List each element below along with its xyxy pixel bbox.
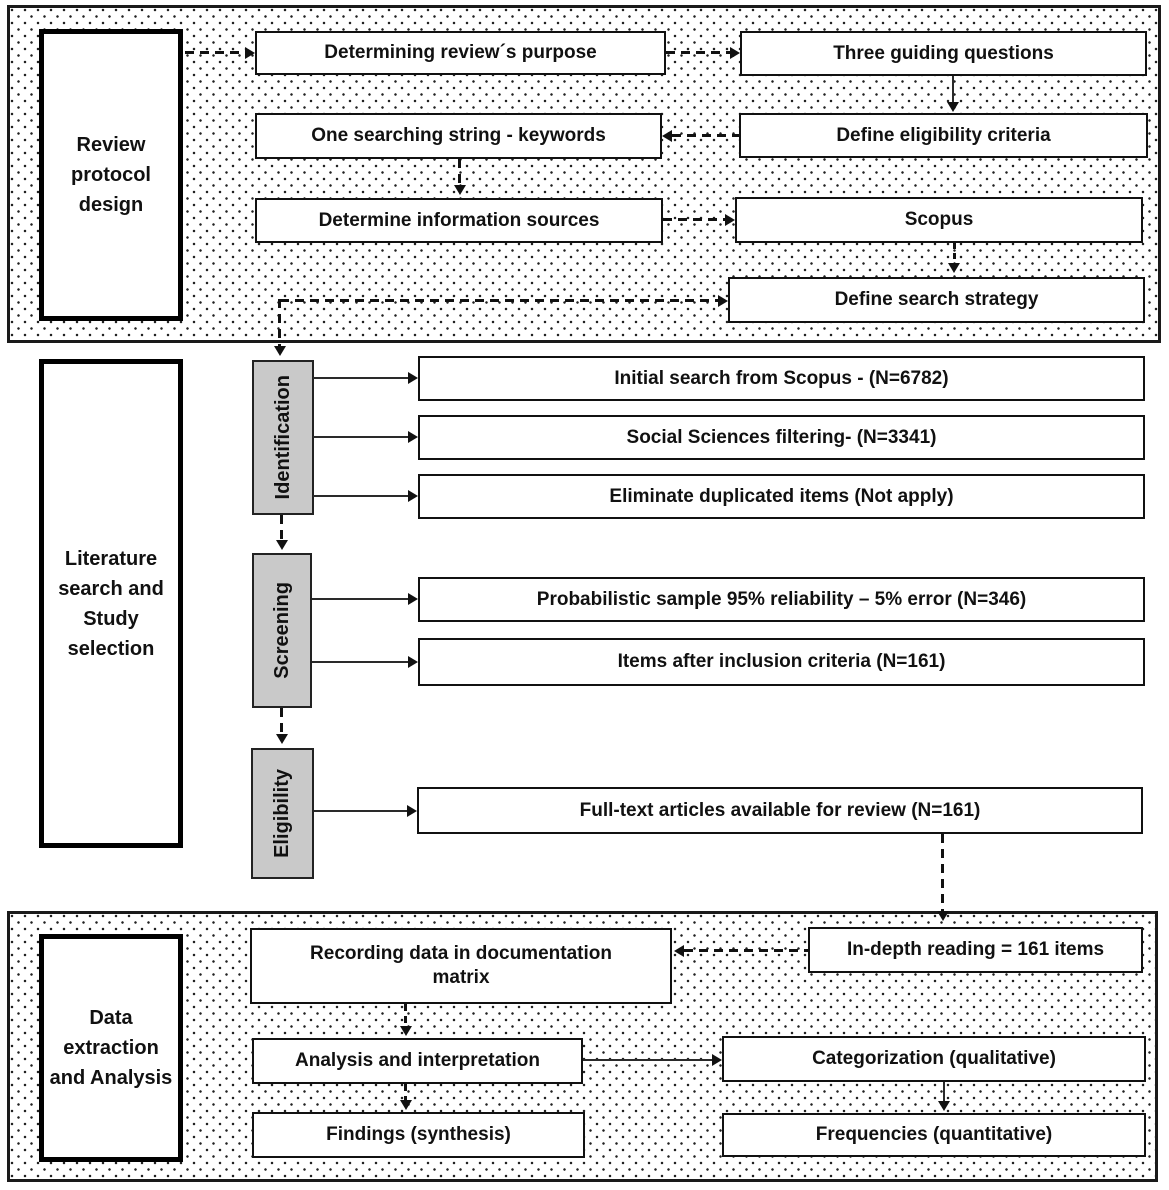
stage-screening-text: Screening — [270, 582, 293, 679]
arrow-screening-to-inclusion — [312, 661, 408, 663]
box-frequencies: Frequencies (quantitative) — [722, 1113, 1146, 1157]
arrow-screening-to-probabilistic — [312, 598, 408, 600]
box-fulltext-articles: Full-text articles available for review … — [417, 787, 1143, 834]
arrow-determining-to-questions — [666, 51, 730, 54]
box-scopus-text: Scopus — [904, 209, 974, 231]
box-search-strategy: Define search strategy — [728, 277, 1145, 323]
arrow-analysis-to-categorization-head — [712, 1054, 722, 1066]
label-review-protocol-design-text: Review protocol design — [71, 134, 151, 216]
arrow-eligibility-to-string — [672, 134, 739, 137]
box-probabilistic-sample: Probabilistic sample 95% reliability – 5… — [418, 577, 1145, 622]
arrow-analysis-to-categorization — [583, 1059, 713, 1061]
box-search-strategy-text: Define search strategy — [834, 289, 1039, 311]
arrow-fulltext-to-indepth — [941, 834, 944, 912]
box-searching-string: One searching string - keywords — [255, 113, 662, 159]
arrow-identification-to-duplicates-head — [408, 490, 418, 502]
box-frequencies-text: Frequencies (quantitative) — [815, 1124, 1053, 1146]
connector-strategy-horizontal — [280, 299, 719, 302]
arrow-eligibility-to-fulltext-head — [407, 805, 417, 817]
arrow-categorization-to-frequencies-head — [938, 1101, 950, 1111]
box-recording-data: Recording data in documentation matrix — [250, 928, 672, 1004]
arrow-screening-to-inclusion-head — [408, 656, 418, 668]
box-social-sciences-filtering: Social Sciences filtering- (N=3341) — [418, 415, 1145, 460]
box-analysis-interpretation: Analysis and interpretation — [252, 1038, 583, 1084]
arrow-screening-to-eligibility — [280, 708, 283, 735]
box-recording-data-text: Recording data in documentation matrix — [310, 943, 612, 988]
box-searching-string-text: One searching string - keywords — [311, 125, 606, 147]
box-scopus: Scopus — [735, 197, 1143, 243]
box-initial-search-text: Initial search from Scopus - (N=6782) — [614, 367, 949, 389]
stage-identification-text: Identification — [271, 375, 294, 500]
box-probabilistic-sample-text: Probabilistic sample 95% reliability – 5… — [536, 588, 1027, 610]
connector-strategy-to-identification — [278, 299, 281, 346]
box-information-sources-text: Determine information sources — [318, 209, 600, 231]
arrow-identification-to-screening-head — [276, 540, 288, 550]
box-determining-purpose-text: Determining review´s purpose — [324, 42, 597, 64]
label-literature-search: Literature search and Study selection — [39, 359, 183, 848]
arrow-scopus-to-strategy-head — [948, 263, 960, 273]
arrow-eligibility-to-fulltext — [314, 810, 408, 812]
box-findings-text: Findings (synthesis) — [326, 1124, 511, 1146]
box-categorization: Categorization (qualitative) — [722, 1036, 1146, 1082]
arrow-recording-to-analysis — [404, 1004, 407, 1027]
arrow-analysis-to-findings — [404, 1084, 407, 1101]
label-data-extraction-text: Data extraction and Analysis — [49, 1007, 173, 1089]
arrow-analysis-to-findings-head — [400, 1100, 412, 1110]
arrow-indepth-to-recording — [684, 949, 808, 952]
box-indepth-reading-text: In-depth reading = 161 items — [846, 939, 1105, 961]
stage-screening: Screening — [252, 553, 312, 708]
arrow-identification-to-initial — [313, 377, 409, 379]
box-findings: Findings (synthesis) — [252, 1112, 585, 1158]
box-information-sources: Determine information sources — [255, 198, 663, 243]
connector-strategy-to-identification-head — [274, 346, 286, 356]
stage-eligibility: Eligibility — [251, 748, 314, 879]
box-three-guiding-questions: Three guiding questions — [740, 31, 1147, 76]
box-eliminate-duplicates: Eliminate duplicated items (Not apply) — [418, 474, 1145, 519]
box-eliminate-duplicates-text: Eliminate duplicated items (Not apply) — [609, 485, 954, 507]
label-data-extraction: Data extraction and Analysis — [39, 934, 183, 1162]
label-review-protocol-design: Review protocol design — [39, 29, 183, 321]
arrow-identification-to-social-head — [408, 431, 418, 443]
arrow-identification-to-screening — [280, 515, 283, 541]
box-inclusion-criteria-text: Items after inclusion criteria (N=161) — [617, 651, 946, 673]
arrow-categorization-to-frequencies — [943, 1082, 945, 1102]
arrow-determining-to-questions-head — [730, 47, 740, 59]
arrow-string-to-sources — [458, 159, 461, 185]
box-inclusion-criteria: Items after inclusion criteria (N=161) — [418, 638, 1145, 686]
box-three-guiding-questions-text: Three guiding questions — [833, 42, 1054, 64]
arrow-fulltext-to-indepth-head — [937, 911, 949, 921]
arrow-screening-to-eligibility-head — [276, 734, 288, 744]
arrow-sources-to-scopus-head — [725, 214, 735, 226]
box-categorization-text: Categorization (qualitative) — [812, 1048, 1056, 1070]
arrow-indepth-to-recording-head — [674, 945, 684, 957]
arrow-screening-to-probabilistic-head — [408, 593, 418, 605]
box-eligibility-criteria: Define eligibility criteria — [739, 113, 1148, 158]
arrow-protocol-to-determining — [185, 51, 246, 54]
box-social-sciences-filtering-text: Social Sciences filtering- (N=3341) — [626, 426, 937, 448]
stage-identification: Identification — [252, 360, 314, 515]
box-initial-search: Initial search from Scopus - (N=6782) — [418, 356, 1145, 401]
box-indepth-reading: In-depth reading = 161 items — [808, 927, 1143, 973]
arrow-questions-to-eligibility-head — [947, 102, 959, 112]
arrow-sources-to-scopus — [663, 218, 726, 221]
label-literature-search-text: Literature search and Study selection — [58, 547, 164, 660]
arrow-eligibility-to-string-head — [662, 130, 672, 142]
box-analysis-interpretation-text: Analysis and interpretation — [295, 1050, 540, 1072]
box-determining-purpose: Determining review´s purpose — [255, 31, 666, 75]
arrow-recording-to-analysis-head — [400, 1026, 412, 1036]
arrow-scopus-to-strategy — [953, 243, 956, 265]
stage-eligibility-text: Eligibility — [271, 769, 293, 858]
box-eligibility-criteria-text: Define eligibility criteria — [836, 124, 1051, 146]
arrow-string-to-sources-head — [454, 185, 466, 195]
arrow-protocol-to-determining-head — [245, 47, 255, 59]
arrow-questions-to-eligibility — [952, 76, 954, 104]
arrow-identification-to-initial-head — [408, 372, 418, 384]
connector-strategy-horizontal-head — [718, 295, 728, 307]
arrow-identification-to-social — [313, 436, 409, 438]
box-fulltext-articles-text: Full-text articles available for review … — [579, 799, 981, 821]
arrow-identification-to-duplicates — [313, 495, 409, 497]
